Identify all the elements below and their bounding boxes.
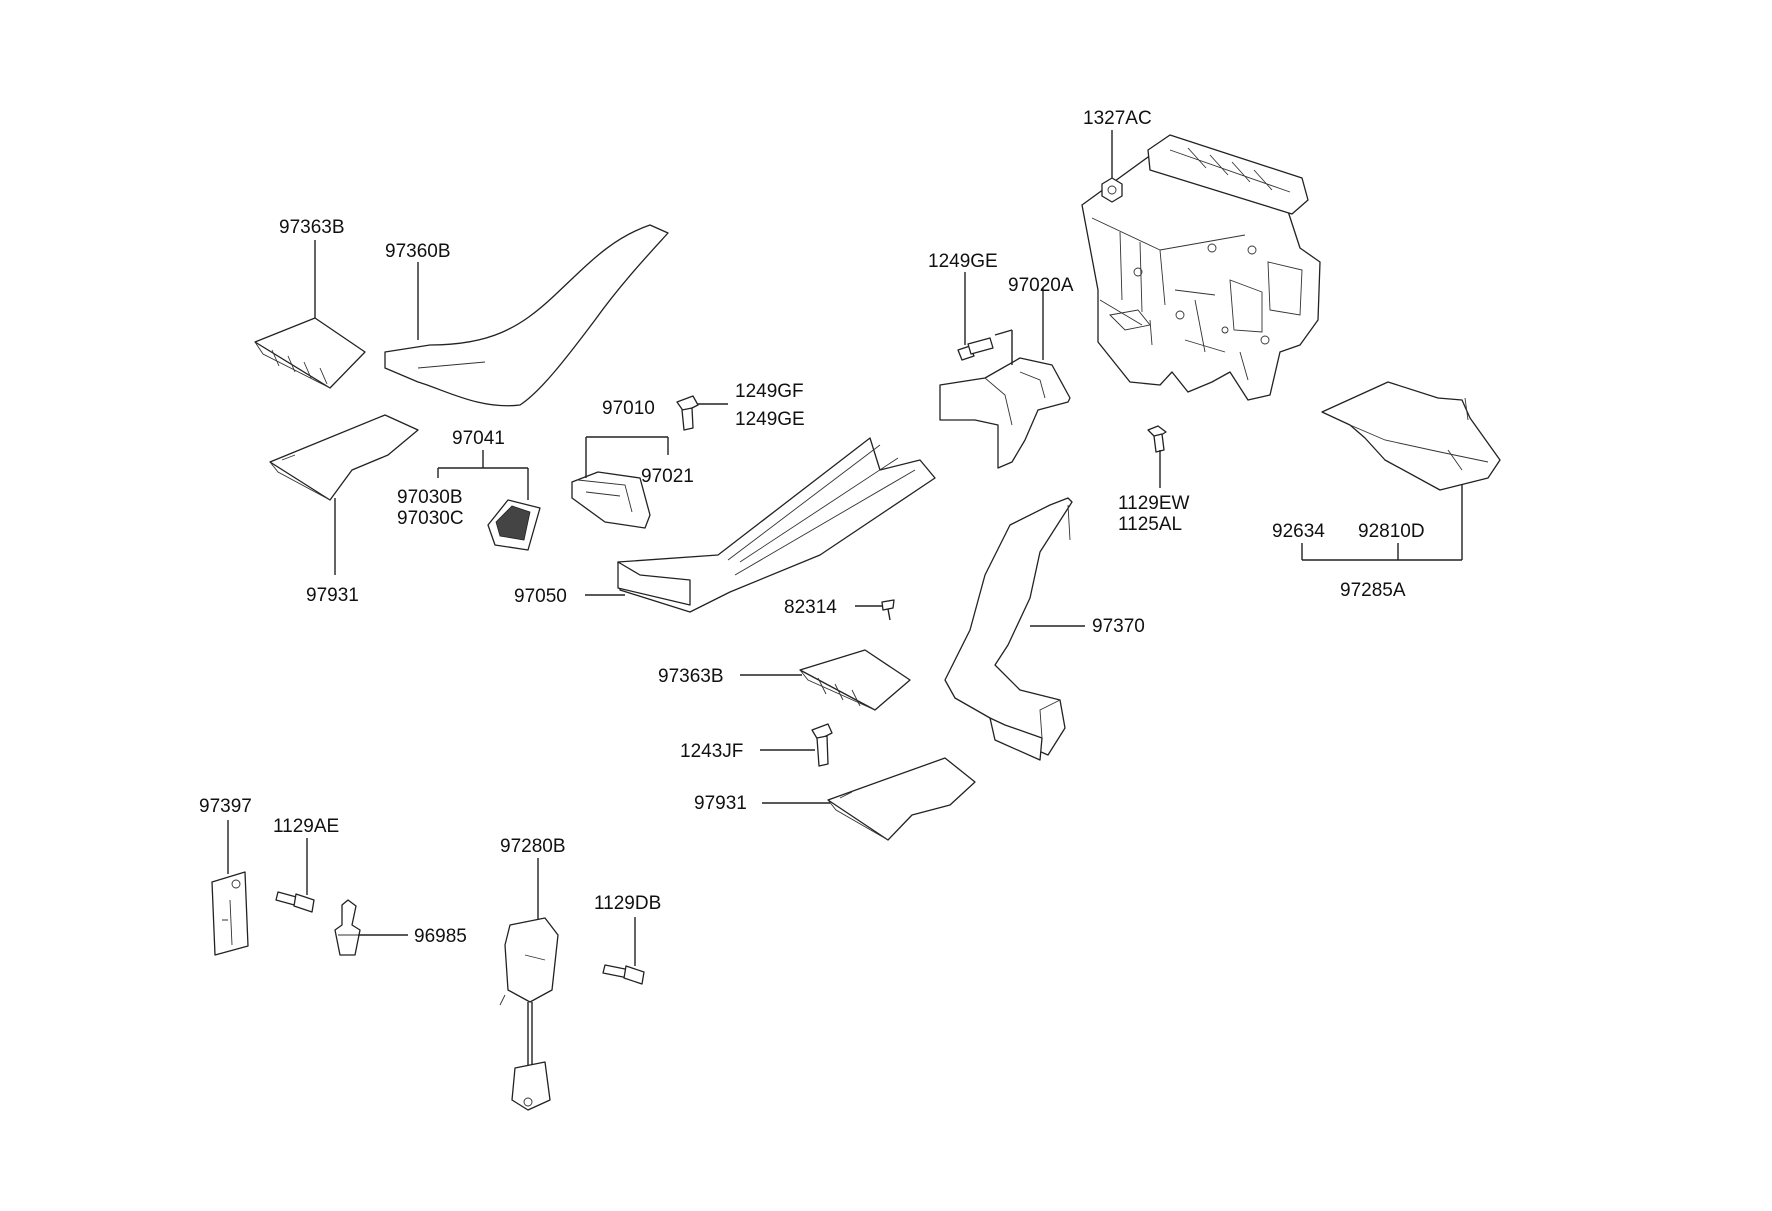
screw-1249GF xyxy=(676,395,699,431)
label-1249GE-lower: 1249GE xyxy=(735,409,805,430)
label-97360B: 97360B xyxy=(385,241,451,262)
label-97370: 97370 xyxy=(1092,616,1145,637)
duct-97370 xyxy=(944,497,1073,761)
label-97050: 97050 xyxy=(514,586,567,607)
label-82314: 82314 xyxy=(784,597,837,618)
label-97285A: 97285A xyxy=(1340,580,1406,601)
label-97397: 97397 xyxy=(199,796,252,817)
label-1129EW: 1129EW xyxy=(1118,493,1190,514)
screw-1129EW xyxy=(1147,425,1167,453)
label-96985: 96985 xyxy=(414,926,467,947)
label-97010: 97010 xyxy=(602,398,655,419)
label-97363B-upper: 97363B xyxy=(279,217,345,238)
label-92634: 92634 xyxy=(1272,521,1325,542)
actuator-97280B xyxy=(499,917,559,1111)
leader-1249GE-link xyxy=(994,329,1013,336)
label-97030B: 97030B xyxy=(397,487,463,508)
label-1129DB: 1129DB xyxy=(594,893,661,914)
front-duct-97050 xyxy=(617,437,936,613)
label-97020A: 97020A xyxy=(1008,275,1074,296)
screw-82314 xyxy=(881,599,895,621)
label-97931-lower: 97931 xyxy=(694,793,747,814)
cover-panel-97285A xyxy=(1321,381,1501,491)
heater-unit-assembly xyxy=(1081,134,1321,401)
label-92810D: 92810D xyxy=(1358,521,1425,542)
duct-cover-97931-lower xyxy=(827,757,976,841)
label-1249GE-upper: 1249GE xyxy=(928,251,998,272)
label-1125AL: 1125AL xyxy=(1118,514,1182,535)
bracket-97397 xyxy=(211,871,249,956)
label-97041: 97041 xyxy=(452,428,505,449)
label-97280B: 97280B xyxy=(500,836,566,857)
nut-1327AC xyxy=(1101,177,1123,203)
label-1243JF: 1243JF xyxy=(680,741,743,762)
duct-97020A xyxy=(939,357,1071,469)
duct-cover-97931-upper xyxy=(269,414,419,501)
label-97931-upper: 97931 xyxy=(306,585,359,606)
sensor-96985 xyxy=(334,899,361,956)
duct-cover-97363B-upper xyxy=(254,317,366,389)
duct-cover-97363B-lower xyxy=(799,649,911,711)
screw-1243JF xyxy=(811,723,833,767)
label-97363B-lower: 97363B xyxy=(658,666,724,687)
bolt-1129DB xyxy=(602,964,645,985)
bolt-1129AE xyxy=(275,891,315,913)
vent-grille-97030B xyxy=(487,499,541,551)
label-97021: 97021 xyxy=(641,466,694,487)
screw-1249GE-upper xyxy=(957,337,994,361)
label-1327AC: 1327AC xyxy=(1083,108,1152,129)
label-1129AE: 1129AE xyxy=(273,816,339,837)
connector-97021 xyxy=(571,471,651,529)
rear-duct-97360B xyxy=(384,224,669,407)
label-1249GF: 1249GF xyxy=(735,381,804,402)
label-97030C: 97030C xyxy=(397,508,464,529)
